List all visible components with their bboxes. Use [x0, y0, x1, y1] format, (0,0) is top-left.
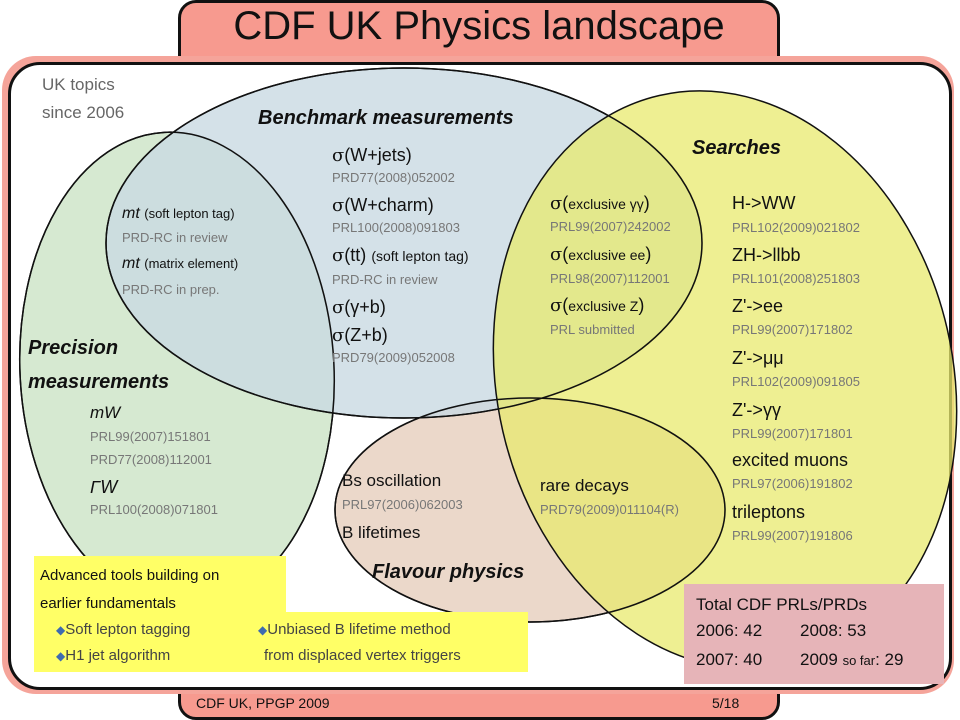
exclusive-ref: PRL submitted: [550, 322, 635, 337]
gammaw-ref: PRL100(2008)071801: [90, 502, 218, 517]
benchmark-item: σ(W+jets): [332, 145, 412, 166]
search-ref: PRL99(2007)191806: [732, 528, 853, 543]
benchmark-outline: [105, 67, 703, 419]
benchmark-item: σ(W+charm): [332, 195, 434, 216]
search-ref: PRL102(2009)091805: [732, 374, 860, 389]
benchmark-ref: PRD79(2009)052008: [332, 350, 455, 365]
search-item: H->WW: [732, 193, 796, 213]
benchmark-item: σ(tt) (soft lepton tag): [332, 245, 469, 266]
exclusive-item: σ(exclusive ee): [550, 244, 652, 265]
mw-ref: PRL99(2007)151801: [90, 429, 211, 444]
flavour-item: B lifetimes: [342, 523, 421, 542]
totals-row: 2006: 42: [696, 621, 763, 640]
benchmark-ref: PRD-RC in review: [332, 272, 438, 287]
tools-bullet: ◆Unbiased B lifetime method: [258, 621, 451, 638]
mt-ref: PRD-RC in prep.: [122, 282, 220, 297]
totals-heading: Total CDF PRLs/PRDs: [696, 595, 867, 614]
search-item: Z'->μμ: [732, 348, 784, 368]
tools-box-lower: [34, 612, 528, 672]
benchmark-ref: PRD77(2008)052002: [332, 170, 455, 185]
tools-bullet: ◆Soft lepton tagging: [56, 621, 191, 638]
corner-note-line2: since 2006: [42, 103, 125, 122]
exclusive-item: σ(exclusive Z): [550, 295, 645, 316]
gammaw-item: ΓW: [90, 477, 118, 497]
exclusive-item: σ(exclusive γγ): [550, 193, 650, 214]
diamond-bullet-icon: ◆: [258, 623, 268, 637]
search-item: trileptons: [732, 502, 806, 522]
mt-item: mt (soft lepton tag): [122, 205, 235, 222]
totals-box: [684, 584, 944, 684]
search-ref: PRL101(2008)251803: [732, 271, 860, 286]
mw-item: mW: [90, 403, 121, 422]
precision-title-line1: Precision: [28, 337, 119, 359]
search-item: ZH->llbb: [732, 245, 801, 265]
flavour-title: Flavour physics: [372, 561, 525, 583]
benchmark-item: σ(Z+b): [332, 325, 388, 346]
search-ref: PRL99(2007)171801: [732, 426, 853, 441]
search-ref: PRL102(2009)021802: [732, 220, 860, 235]
mt-item: mt (matrix element): [122, 255, 239, 272]
exclusive-ref: PRL98(2007)112001: [550, 271, 670, 286]
slide-title: CDF UK Physics landscape: [233, 4, 725, 48]
flavour-ref: PRL97(2006)062003: [342, 497, 463, 512]
exclusive-ref: PRL99(2007)242002: [550, 219, 671, 234]
mw-ref: PRD77(2008)112001: [90, 452, 212, 467]
mt-ref: PRD-RC in review: [122, 230, 228, 245]
totals-row: 2008: 53: [800, 621, 867, 640]
search-item: Z'->ee: [732, 296, 783, 316]
tools-box: [34, 556, 286, 616]
totals-row: 2009 so far: 29: [800, 650, 904, 669]
tools-heading-line1: Advanced tools building on: [40, 567, 220, 584]
corner-note-line1: UK topics: [42, 75, 115, 94]
flavour-outline: [334, 397, 726, 623]
rare-decays-ref: PRD79(2009)011104(R): [540, 502, 679, 517]
benchmark-title: Benchmark measurements: [258, 107, 514, 129]
diamond-bullet-icon: ◆: [56, 623, 66, 637]
benchmark-item: σ(γ+b): [332, 297, 386, 318]
search-item: Z'->γγ: [732, 400, 781, 420]
search-ref: PRL97(2006)191802: [732, 476, 853, 491]
benchmark-ref: PRL100(2008)091803: [332, 220, 460, 235]
rare-decays-item: rare decays: [540, 476, 629, 495]
search-ref: PRL99(2007)171802: [732, 322, 853, 337]
footer-left: CDF UK, PPGP 2009: [196, 695, 330, 711]
searches-title: Searches: [692, 137, 781, 159]
tools-heading-line2: earlier fundamentals: [40, 595, 176, 612]
precision-title-line2: measurements: [28, 371, 170, 393]
diamond-bullet-icon: ◆: [56, 649, 66, 663]
page-number: 5/18: [712, 695, 740, 711]
tools-bullet: ◆H1 jet algorithm: [56, 647, 171, 664]
totals-row: 2007: 40: [696, 650, 763, 669]
search-item: excited muons: [732, 450, 849, 470]
flavour-item: Bs oscillation: [342, 471, 442, 490]
tools-bullet-continuation: from displaced vertex triggers: [264, 647, 461, 664]
